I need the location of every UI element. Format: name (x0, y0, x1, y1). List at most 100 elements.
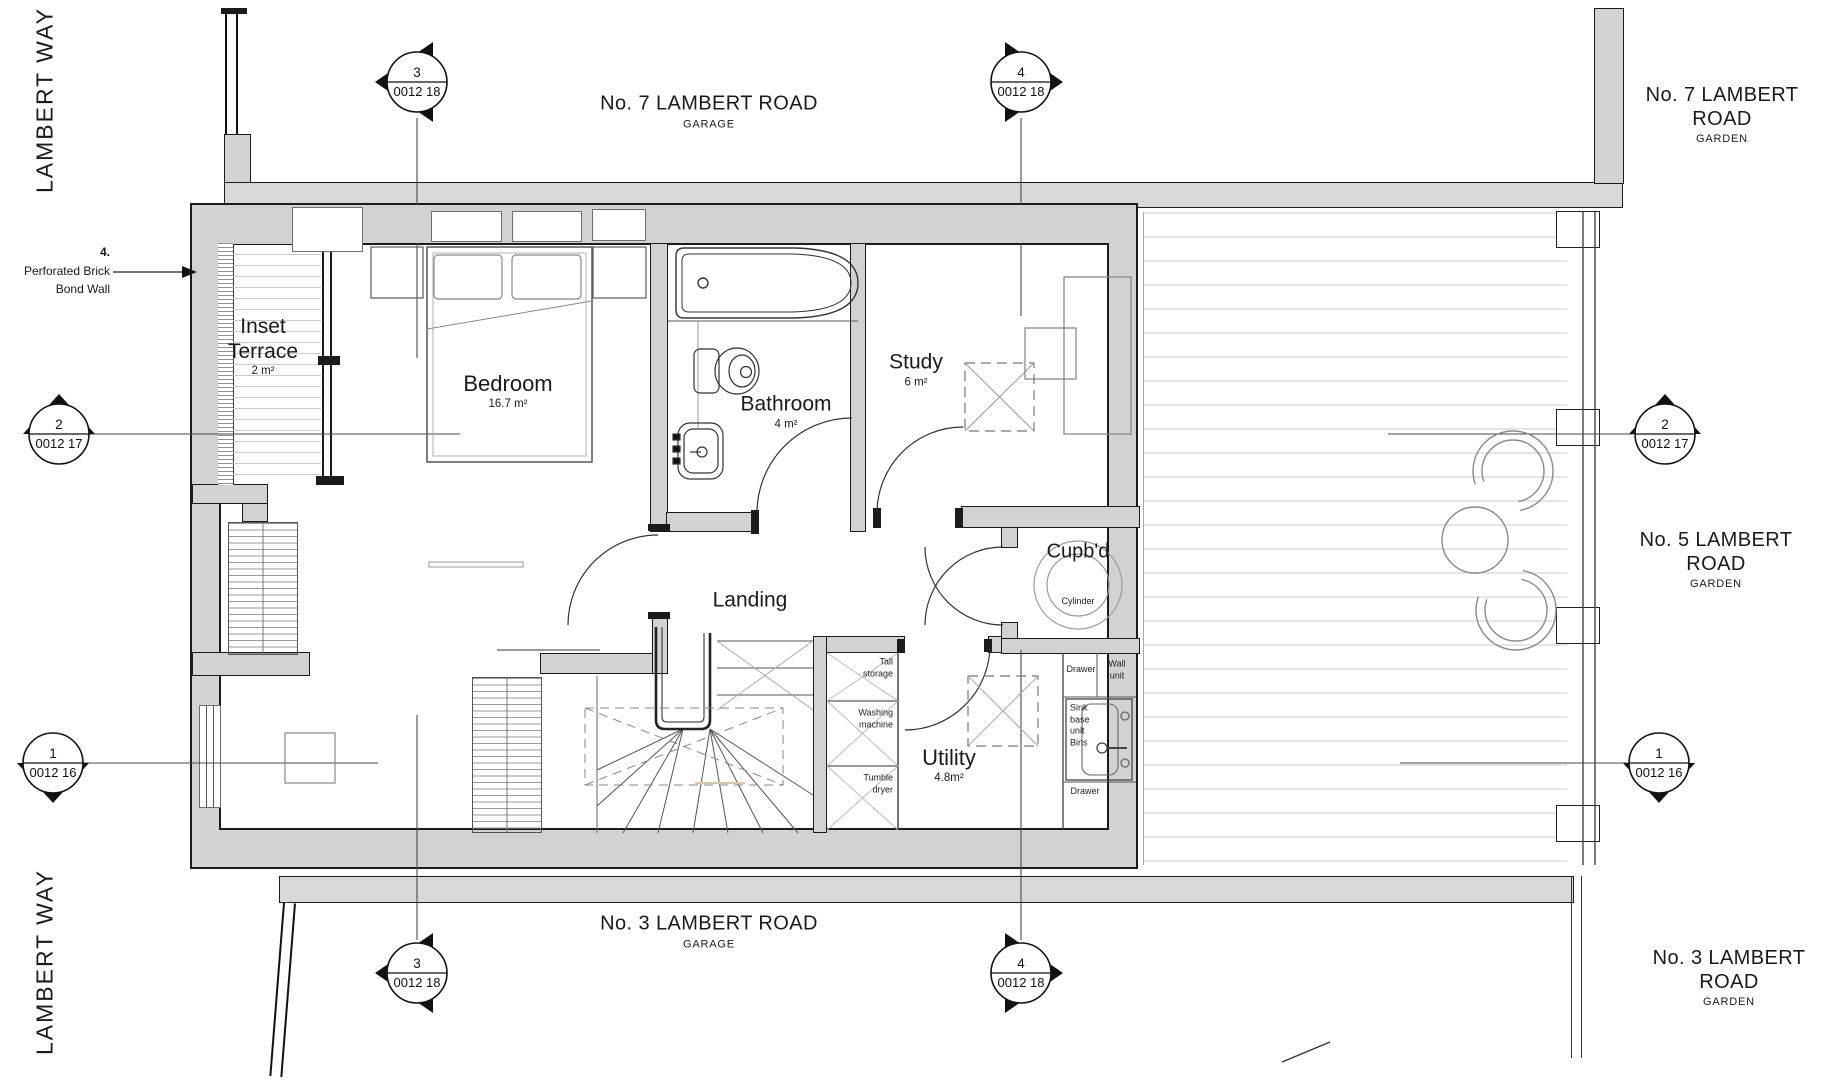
small-label-line: Washing (858, 707, 893, 718)
door-jamb (751, 510, 759, 534)
door-arcs (567, 417, 1004, 731)
small-label-line: Wall (1108, 658, 1126, 669)
bedroom-window (431, 211, 502, 242)
garden-decking (1143, 212, 1567, 865)
room-name: Bathroom (740, 392, 832, 416)
utility-sink-icon (1065, 698, 1133, 781)
shelf (428, 561, 524, 568)
room-label-cupboard: Cupb'd (1047, 540, 1110, 563)
room-label-bathroom: Bathroom 4 m² (740, 392, 831, 431)
small-label-line: Tumble (863, 772, 893, 783)
site-label-no3-garage: No. 3 LAMBERT ROAD GARAGE (600, 913, 818, 952)
hot-water-cylinder-icon (1033, 540, 1123, 630)
section-marker-icon: 3 0012 18 (375, 933, 448, 1013)
bedroom-window (512, 211, 582, 242)
no3-garden-wall (1571, 876, 1582, 1058)
garden-chair (1475, 569, 1557, 651)
door-jamb (897, 639, 905, 652)
door-jamb (984, 639, 992, 652)
fence-post (1556, 607, 1600, 644)
label-drawer-bottom: Drawer (1070, 786, 1099, 798)
label-cylinder: Cylinder (1061, 596, 1094, 608)
lambert-way-kerb-top (225, 8, 238, 136)
site-label-text: No. 3 LAMBERT ROAD (600, 912, 818, 935)
annotation-number: 4. (99, 245, 110, 259)
small-label-line: unit (1070, 726, 1085, 736)
section-marker-icon: 1 0012 16 (17, 732, 89, 803)
landing-door-arc (567, 534, 659, 626)
perforated-brick-wall (218, 243, 234, 485)
bedside-table (592, 246, 647, 299)
door-jamb (648, 612, 670, 619)
toilet-icon (693, 347, 760, 395)
site-label-subtext: GARAGE (683, 118, 735, 131)
perforated-brick-annotation: 4. Perforated Brick Bond Wall (10, 243, 110, 299)
room-area: 4.8m² (934, 771, 964, 784)
svg-text:4: 4 (1017, 65, 1025, 80)
svg-text:4: 4 (1017, 956, 1025, 971)
glazing-hardware (316, 476, 344, 485)
room-area: 16.7 m² (488, 397, 528, 410)
stair-handrail (654, 627, 712, 731)
fence-post (1556, 409, 1600, 446)
section-lines (83, 118, 1633, 940)
small-label-line: Tall (879, 656, 893, 667)
room-name: Utility (922, 744, 976, 770)
garage-boundary-wall-bottom (279, 876, 1574, 903)
svg-text:3: 3 (413, 65, 421, 80)
room-area: 6 m² (904, 376, 928, 389)
stair-utility-wall (813, 636, 827, 833)
pillow (511, 254, 582, 300)
section-marker-icon: 2 0012 17 (1629, 394, 1701, 465)
svg-text:1: 1 (49, 746, 57, 761)
site-label-text: ROAD (1692, 107, 1752, 130)
room-name: Landing (712, 588, 788, 612)
room-name: Inset (240, 315, 286, 339)
small-label-line: base (1070, 714, 1090, 725)
small-label-line: storage (862, 668, 893, 678)
utility-appliance-space (967, 675, 1039, 747)
small-label-line: dryer (872, 784, 893, 794)
street-name-lambert-way-top: LAMBERT WAY (31, 6, 58, 194)
street-name-lambert-way-bottom: LAMBERT WAY (31, 868, 58, 1056)
section-marker-1: 1 0012 16 (1614, 718, 1704, 808)
small-label-line: Drawer (1066, 664, 1096, 675)
study-chair (964, 362, 1035, 432)
utility-units (826, 652, 1136, 831)
garden-fence (1582, 212, 1596, 865)
site-label-subtext: GARDEN (1703, 996, 1755, 1009)
gate-diagonal (1281, 1041, 1331, 1063)
section-marker-icon: 3 0012 18 (375, 42, 448, 122)
basin-icon (672, 422, 724, 480)
glazing-hardware (318, 356, 340, 365)
hall-wall-west (192, 652, 310, 676)
section-marker-icon: 4 0012 18 (990, 42, 1063, 122)
cupboard-post-top (1001, 527, 1018, 548)
annotation-line: Perforated Brick (23, 263, 110, 278)
site-label-text: ROAD (1699, 970, 1759, 993)
room-area: 4 m² (774, 418, 798, 431)
section-marker-icon: 4 0012 18 (990, 933, 1063, 1013)
headroom-dashed (584, 707, 784, 786)
annotation-arrow (113, 266, 197, 278)
fence-post (1556, 805, 1600, 842)
site-label-subtext: GARDEN (1696, 133, 1748, 146)
site-label-text: No. 7 LAMBERT (1645, 83, 1799, 106)
site-label-subtext: GARAGE (683, 938, 735, 951)
svg-text:0012 18: 0012 18 (998, 84, 1045, 99)
small-label-line: Cylinder (1061, 596, 1095, 607)
bedroom-window (592, 209, 646, 241)
cupboard-door-arc (924, 546, 1004, 626)
room-area: 2 m² (251, 365, 275, 378)
room-name: Cupb'd (1046, 540, 1110, 563)
section-marker-2: 2 0012 17 (14, 389, 104, 479)
site-label-text: ROAD (1686, 552, 1746, 575)
